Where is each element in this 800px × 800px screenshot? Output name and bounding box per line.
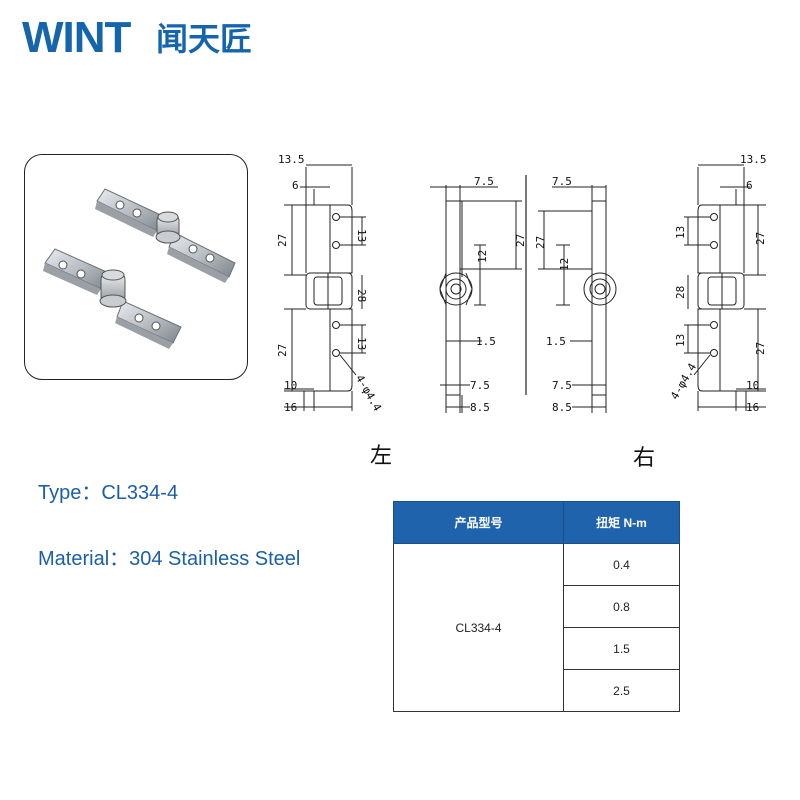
dim-side-right-bottom-b: 8.5 [552, 401, 572, 414]
dim-right-bottom-b: 16 [746, 401, 759, 414]
dim-right-top-small: 6 [746, 179, 753, 192]
dim-left-hole-pitch-lower: 13 [355, 337, 368, 350]
table-row: CL334-4 0.4 [393, 543, 680, 712]
type-spec: Type：CL334-4 [38, 482, 179, 504]
brand-logo-latin: WINT [22, 13, 131, 62]
dim-side-left-bottom-b: 8.5 [470, 401, 490, 414]
dim-left-overall-top: 13.5 [278, 153, 305, 166]
dim-side-left-mid: 12 [476, 250, 489, 263]
dim-right-upper-plate: 27 [754, 232, 767, 245]
dim-right-bottom-a: 10 [746, 379, 759, 392]
dim-left-lower-plate: 27 [276, 344, 289, 357]
table-row: 0.8 [394, 585, 680, 628]
brand-logo-cjk: 闻天匠 [156, 20, 253, 58]
material-spec: Material：304 Stainless Steel [38, 548, 301, 570]
dimension-drawing: 13.5 6 27 13 28 27 13 4-φ4.4 10 16 7.5 2… [276, 153, 767, 414]
dim-side-right-top: 7.5 [552, 175, 572, 188]
torque-table: 产品型号 扭矩 N-m CL334-4 0.4 0.8 1.5 2.5 [393, 501, 680, 712]
dim-side-right-thick: 1.5 [546, 335, 566, 348]
header-model: 产品型号 [393, 501, 564, 544]
dim-side-left-top: 7.5 [474, 175, 494, 188]
dim-left-bottom-b: 16 [284, 401, 297, 414]
right-hand-label: 右 [633, 446, 656, 471]
header-torque: 扭矩 N-m [563, 501, 680, 544]
dim-left-top-small: 6 [292, 179, 299, 192]
dim-right-hole-pitch-upper: 13 [674, 226, 687, 239]
technical-drawing: 13.5 6 27 13 28 27 13 4-φ4.4 10 16 7.5 2… [270, 145, 780, 475]
dim-side-right-mid: 12 [558, 258, 571, 271]
torque-cell: 0.4 [563, 543, 680, 586]
dim-side-left-height: 27 [514, 234, 527, 247]
dim-left-hole-pitch-upper: 13 [355, 229, 368, 242]
dim-side-left-thick: 1.5 [476, 335, 496, 348]
dim-right-overall-top: 13.5 [740, 153, 767, 166]
dim-left-bottom-a: 10 [284, 379, 297, 392]
torque-cell: 0.8 [563, 585, 680, 628]
dim-side-right-height: 27 [534, 236, 547, 249]
dim-side-right-bottom-a: 7.5 [552, 379, 572, 392]
dim-right-lower-plate: 27 [754, 342, 767, 355]
torque-cell: 2.5 [563, 669, 680, 712]
hinge-pair-illustration [43, 188, 236, 349]
table-row: 1.5 [394, 627, 680, 670]
dim-right-holes: 4-φ4.4 [668, 361, 699, 402]
product-photo [24, 154, 248, 380]
torque-cell: 1.5 [563, 627, 680, 670]
dim-left-holes: 4-φ4.4 [353, 373, 384, 414]
dim-right-hole-pitch-lower: 13 [674, 334, 687, 347]
dim-right-barrel: 28 [674, 286, 687, 299]
table-row: 2.5 [394, 669, 680, 712]
dim-left-upper-plate: 27 [276, 234, 289, 247]
dim-left-barrel: 28 [355, 289, 368, 302]
left-hand-label: 左 [370, 444, 393, 469]
model-cell: CL334-4 [393, 543, 564, 712]
dim-side-left-bottom-a: 7.5 [470, 379, 490, 392]
